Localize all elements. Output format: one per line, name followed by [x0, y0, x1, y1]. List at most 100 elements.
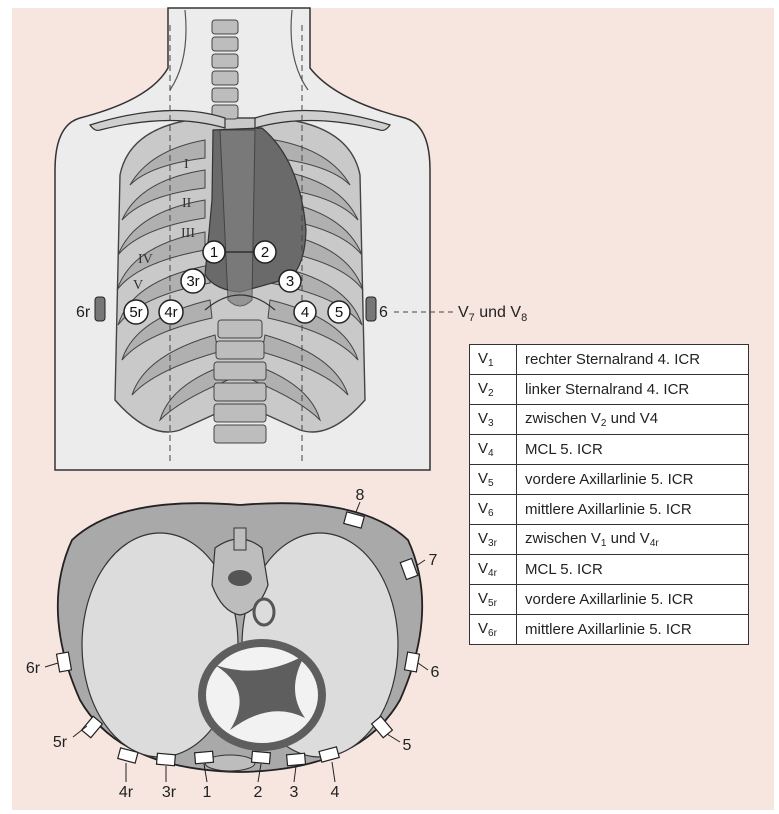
cs-label-4r: 4r: [119, 784, 134, 801]
lead-subscript: 4r: [488, 568, 497, 579]
electrode-2: 2: [254, 241, 276, 263]
lead-position-description: mittlere Axillarlinie 5. ICR: [517, 615, 749, 645]
cs-label-6: 6: [431, 664, 440, 681]
lead-subscript: 2: [488, 388, 494, 399]
cs-label-5: 5: [403, 737, 412, 754]
lead-letter: V: [478, 350, 488, 367]
lead-row: V3zwischen V2 und V4: [470, 405, 749, 435]
lead-subscript: 6: [488, 508, 494, 519]
lead-position-description: zwischen V2 und V4: [517, 405, 749, 435]
lead-position-description: mittlere Axillarlinie 5. ICR: [517, 495, 749, 525]
description-text: MCL 5. ICR: [525, 441, 603, 458]
description-text: mittlere Axillarlinie 5. ICR: [525, 621, 692, 638]
lead-position-description: vordere Axillarlinie 5. ICR: [517, 585, 749, 615]
lead-subscript: 4: [488, 448, 494, 459]
lead-subscript: 6r: [488, 628, 497, 639]
lead-name: V3: [470, 405, 517, 435]
svg-text:2: 2: [261, 244, 269, 261]
cs-label-4: 4: [331, 784, 340, 801]
lead-subscript: 5: [488, 478, 494, 489]
lead-name: V5r: [470, 585, 517, 615]
cs-label-3r: 3r: [162, 784, 177, 801]
cs-label-2: 2: [254, 784, 263, 801]
lead-letter: V: [478, 500, 488, 517]
electrode-3: 3: [279, 270, 301, 292]
electrode-1: 1: [203, 241, 225, 263]
lead-name: V1: [470, 345, 517, 375]
lead-name: V4r: [470, 555, 517, 585]
description-text: zwischen V: [525, 410, 601, 427]
svg-text:5: 5: [335, 304, 343, 321]
cs-label-5r: 5r: [53, 734, 68, 751]
aorta: [254, 599, 274, 625]
lead-row: V5 vordere Axillarlinie 5. ICR: [470, 465, 749, 495]
description-text: MCL 5. ICR: [525, 561, 603, 578]
electrode-pad-6r: [95, 297, 105, 321]
lead-name: V4: [470, 435, 517, 465]
lead-position-description: zwischen V1 und V4r: [517, 525, 749, 555]
cs-label-8: 8: [356, 487, 365, 504]
lead-position-description: vordere Axillarlinie 5. ICR: [517, 465, 749, 495]
cs-label-1: 1: [203, 784, 212, 801]
lead-row: V5r vordere Axillarlinie 5. ICR: [470, 585, 749, 615]
lead-letter: V: [478, 410, 488, 427]
lead-subscript: 5r: [488, 598, 497, 609]
electrode-5r: 5r: [124, 300, 148, 324]
lead-name: V6r: [470, 615, 517, 645]
lead-position-description: linker Sternalrand 4. ICR: [517, 375, 749, 405]
v7v8-label: V7 und V8: [458, 304, 527, 324]
description-text: und V: [606, 530, 649, 547]
lead-letter: V: [478, 530, 488, 547]
svg-text:3: 3: [286, 273, 294, 290]
lead-subscript: 3: [488, 418, 494, 429]
lead-letter: V: [478, 590, 488, 607]
electrode-4: 4: [294, 301, 316, 323]
icr-label-3: III: [181, 226, 195, 241]
lead-row: V2 linker Sternalrand 4. ICR: [470, 375, 749, 405]
electrode-pad-6: [366, 297, 376, 321]
label-6r: 6r: [76, 304, 91, 321]
lead-letter: V: [478, 440, 488, 457]
icr-label-4: IV: [138, 252, 153, 267]
svg-text:4: 4: [301, 304, 309, 321]
description-text: vordere Axillarlinie 5. ICR: [525, 591, 693, 608]
svg-text:4r: 4r: [164, 304, 177, 321]
description-text: zwischen V: [525, 530, 601, 547]
thorax-illustration: I II III IV V 1 2 3r 3 5r 4r 4 5 6r 6 V7…: [55, 8, 527, 470]
lead-row: V4r MCL 5. ICR: [470, 555, 749, 585]
icr-label-5: V: [133, 278, 143, 293]
label-6: 6: [379, 304, 388, 321]
lead-subscript: 3r: [488, 538, 497, 549]
description-text: linker Sternalrand 4. ICR: [525, 381, 689, 398]
description-text: rechter Sternalrand 4. ICR: [525, 351, 700, 368]
lead-position-description: MCL 5. ICR: [517, 555, 749, 585]
lead-name: V2: [470, 375, 517, 405]
cs-label-7: 7: [429, 552, 438, 569]
icr-label-2: II: [182, 196, 192, 211]
lead-name: V5: [470, 465, 517, 495]
cross-section-illustration: 8 7 6 5 6r 5r 4r 3r 1 2 3 4: [26, 487, 440, 801]
icr-label-1: I: [184, 157, 189, 172]
lead-letter: V: [478, 620, 488, 637]
lead-row: V6r mittlere Axillarlinie 5. ICR: [470, 615, 749, 645]
lead-letter: V: [478, 470, 488, 487]
svg-text:3r: 3r: [186, 273, 199, 290]
lead-row: V6 mittlere Axillarlinie 5. ICR: [470, 495, 749, 525]
lead-letter: V: [478, 560, 488, 577]
cs-label-3: 3: [290, 784, 299, 801]
lead-row: V4 MCL 5. ICR: [470, 435, 749, 465]
spinous-process: [234, 528, 246, 550]
lead-row: V1 rechter Sternalrand 4. ICR: [470, 345, 749, 375]
lead-subscript: 1: [488, 358, 494, 369]
electrode-5: 5: [328, 301, 350, 323]
description-text: vordere Axillarlinie 5. ICR: [525, 471, 693, 488]
lead-position-description: MCL 5. ICR: [517, 435, 749, 465]
description-subscript: 4r: [650, 538, 659, 549]
lead-name: V3r: [470, 525, 517, 555]
description-text: und V4: [606, 410, 658, 427]
svg-text:5r: 5r: [129, 304, 142, 321]
spinal-canal: [228, 570, 252, 586]
